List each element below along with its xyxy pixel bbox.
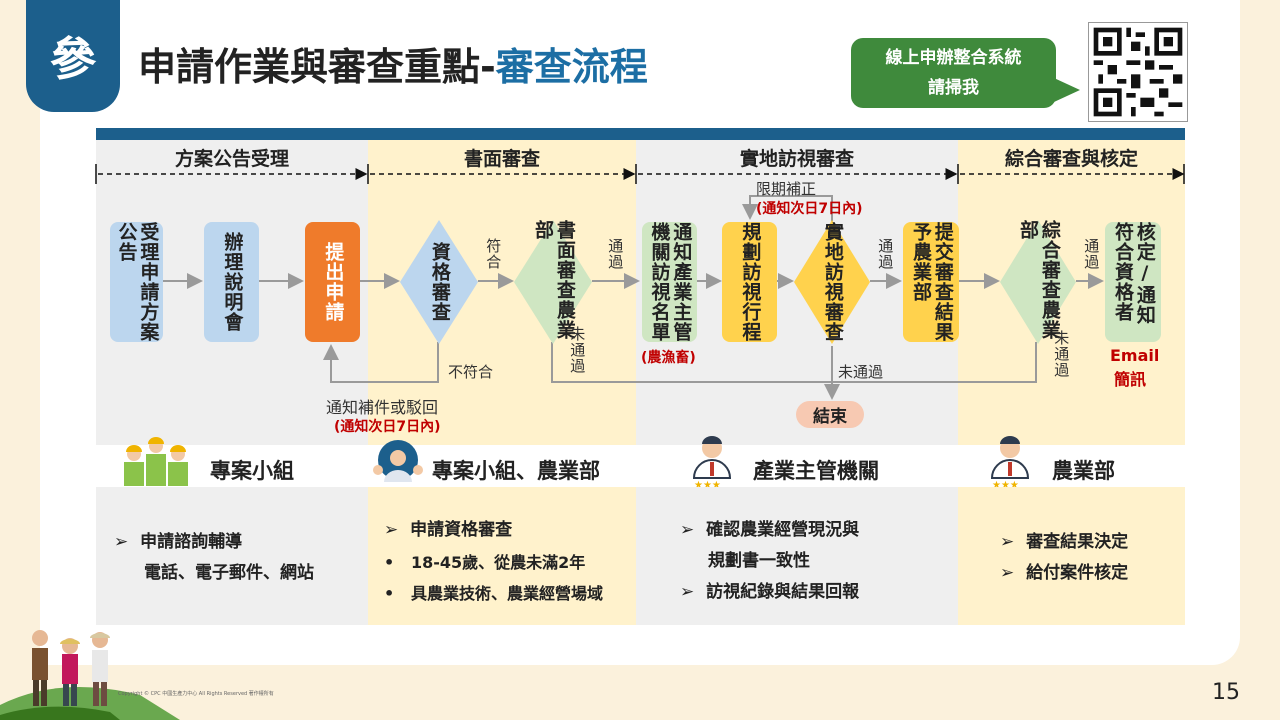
team-icon xyxy=(373,440,423,482)
submit-result-box: 提交審查結果予農業部 xyxy=(903,222,959,342)
pass-label-3: 通過 xyxy=(1082,238,1101,270)
detail-bg-1 xyxy=(96,487,368,625)
svg-text:★★★: ★★★ xyxy=(992,480,1019,490)
farmers-illustration xyxy=(0,630,180,720)
pass-label-2: 通過 xyxy=(876,238,895,270)
detail-2-item-1: ➢ 申請資格審查 xyxy=(384,520,513,540)
detail-2-item-3: • 具農業技術、農業經營場域 xyxy=(384,584,603,603)
detail-3-item-2: 規劃書一致性 xyxy=(708,551,810,571)
overall-diamond xyxy=(1000,220,1076,344)
detail-4-item-1: ➢ 審查結果決定 xyxy=(1000,532,1129,552)
title-main: 申請作業與審查重點- xyxy=(138,45,496,89)
detail-3-item-3: ➢ 訪視紀錄與結果回報 xyxy=(680,582,860,602)
qr-callout-line1: 線上申辦整合系統 xyxy=(885,48,1022,68)
detail-bg-2 xyxy=(368,487,636,625)
phase-label-2: 書面審查 xyxy=(463,148,540,170)
end-node: 結束 xyxy=(796,401,864,428)
notify-agency-box: 通知產業主管機關訪視名單 xyxy=(642,222,697,342)
submit-box: 提出申請 xyxy=(305,222,360,342)
section-badge: 參 xyxy=(26,0,120,112)
svg-text:★★★: ★★★ xyxy=(694,480,721,490)
pass-label-1: 通過 xyxy=(606,238,625,270)
title-accent: 審查流程 xyxy=(495,45,648,89)
site-review-diamond xyxy=(794,220,870,344)
role-2: 專案小組、農業部 xyxy=(432,459,600,483)
deadline-fix-label: 限期補正 xyxy=(756,180,817,198)
detail-3-item-1: ➢ 確認農業經營現況與 xyxy=(680,520,860,540)
page-title: 申請作業與審查重點-審查流程 xyxy=(138,36,648,91)
match-label: 符合 xyxy=(484,238,503,270)
role-3: 產業主管機關 xyxy=(753,459,879,483)
qr-code[interactable] xyxy=(1088,22,1188,122)
briefing-box: 辦理說明會 xyxy=(204,222,259,342)
role-4: 農業部 xyxy=(1052,459,1115,483)
ministry-official-icon: ★★★ xyxy=(990,436,1030,490)
copyright-text: Copyright © CPC 中國生產力中心 All Rights Reser… xyxy=(118,691,274,697)
overall-label: 綜合審查農業部 xyxy=(1017,220,1061,340)
qr-code-image xyxy=(1089,23,1187,121)
phase-label-4: 綜合審查與核定 xyxy=(1004,148,1138,170)
detail-1-item-2: 電話、電子郵件、網站 xyxy=(144,563,314,583)
supplement-label: 通知補件或駁回 xyxy=(326,398,439,417)
deadline-fix-note: (通知次日7日內) xyxy=(756,201,863,217)
phase-label-1: 方案公告受理 xyxy=(174,148,289,170)
page-number: 15 xyxy=(1212,680,1240,705)
doc-review-diamond xyxy=(514,220,592,344)
supplement-note: (通知次日7日內) xyxy=(334,419,441,435)
doc-review-label: 書面審查農業部 xyxy=(532,220,576,340)
announce-box: 受理申請方案公告 xyxy=(110,222,163,342)
role-1: 專案小組 xyxy=(210,459,294,483)
qualify-diamond xyxy=(400,220,478,344)
official-icon: ★★★ xyxy=(692,436,732,490)
qr-callout: 線上申辦整合系統 請掃我 xyxy=(851,38,1056,108)
top-band xyxy=(96,128,1185,140)
qr-callout-line2: 請掃我 xyxy=(928,78,979,98)
detail-1-item-1: ➢ 申請諮詢輔導 xyxy=(114,532,243,552)
detail-bg-4 xyxy=(958,487,1185,625)
detail-2-item-2: • 18-45歲、從農未滿2年 xyxy=(384,553,586,572)
email-label: Email xyxy=(1110,346,1160,365)
not-match-label: 不符合 xyxy=(448,363,494,381)
sms-label: 簡訊 xyxy=(1114,370,1147,389)
fail-label-1: 未通過 xyxy=(568,326,587,374)
qualify-label: 資格審查 xyxy=(428,242,451,322)
fail-label-3: 未通過 xyxy=(838,363,884,381)
detail-bg-3 xyxy=(636,487,958,625)
plan-visit-box: 規劃訪視行程 xyxy=(722,222,777,342)
site-review-label: 實地訪視審查 xyxy=(821,222,844,342)
workers-icon xyxy=(124,437,188,486)
approve-box: 核定/通知符合資格者 xyxy=(1105,222,1161,342)
agency-note: (農漁畜) xyxy=(641,350,696,366)
phase-label-3: 實地訪視審查 xyxy=(739,148,854,170)
qr-callout-arrow xyxy=(1054,78,1080,102)
detail-4-item-2: ➢ 給付案件核定 xyxy=(1000,563,1129,583)
fail-label-2: 未通過 xyxy=(1052,330,1071,378)
